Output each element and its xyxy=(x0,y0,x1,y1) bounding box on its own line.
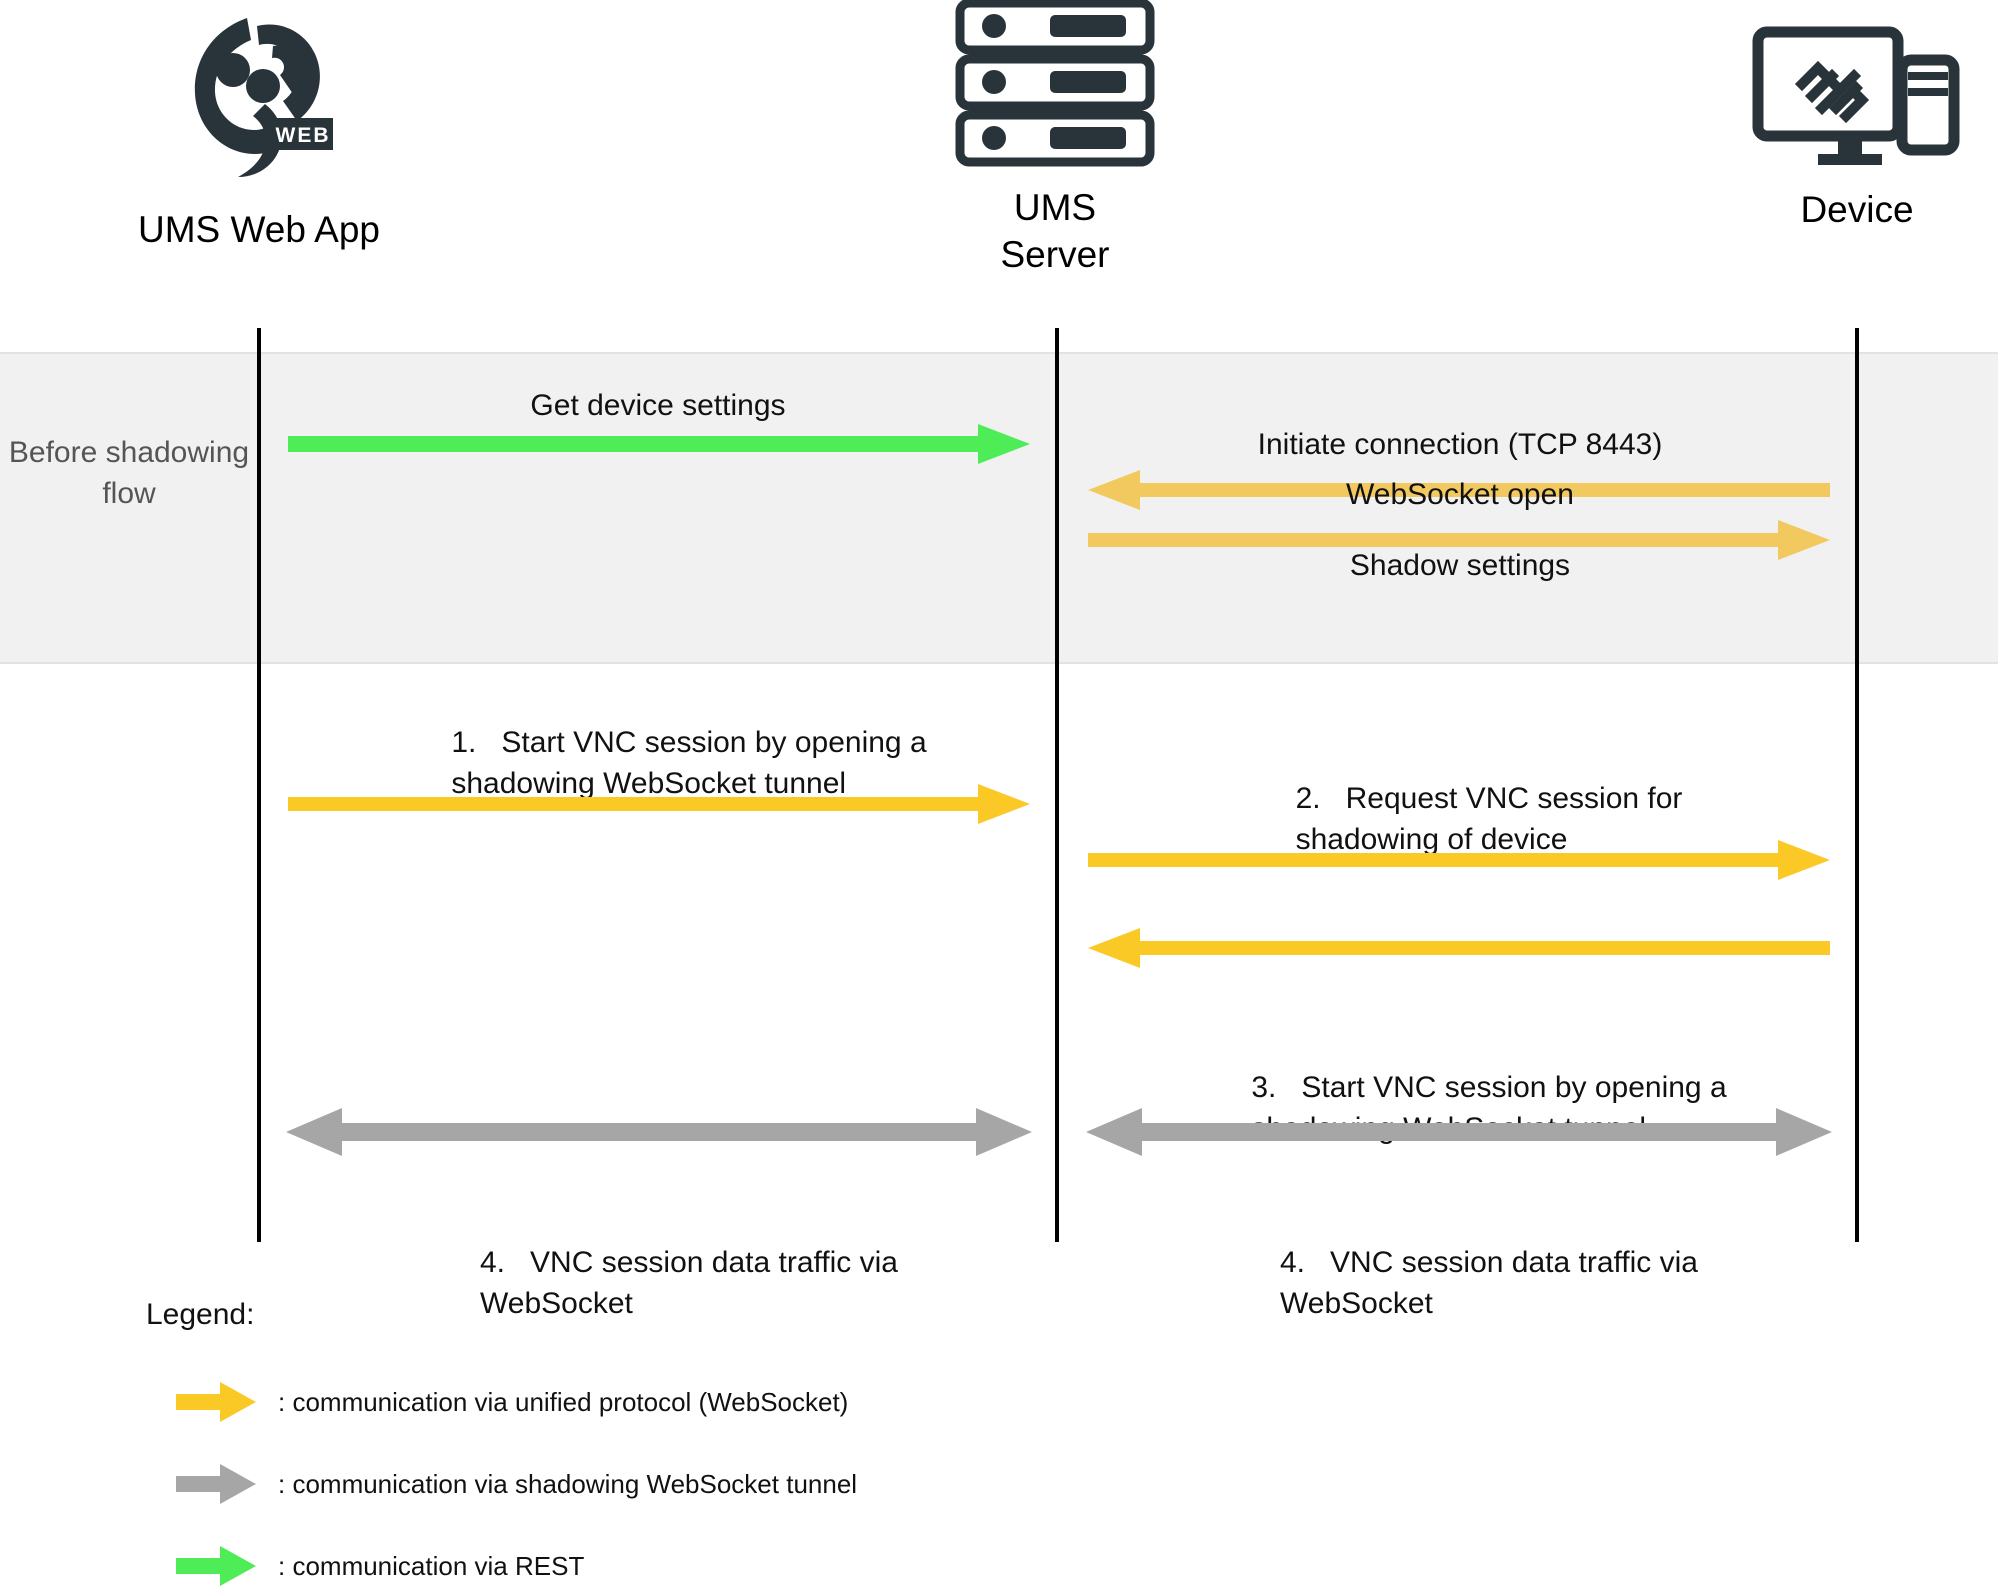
message-text-step-2: Request VNC session for shadowing of dev… xyxy=(1295,782,1683,856)
message-label-shadow-settings: Shadow settings xyxy=(1349,549,1571,582)
actor-label-ums-server: UMS Server xyxy=(1000,187,1110,275)
actor-label-ums-web-app: UMS Web App xyxy=(138,209,380,250)
lifeline-device xyxy=(1855,328,1859,1242)
message-label-step-4-left: 4. VNC session data traffic via WebSocke… xyxy=(286,1160,1032,1324)
message-arrow-step-4-left xyxy=(286,1108,1032,1156)
message-arrow-step-4-right xyxy=(1086,1108,1832,1156)
message-label-step-2: 2. Request VNC session for shadowing of … xyxy=(1088,696,1830,860)
message-text-step-4-right: VNC session data traffic via WebSocket xyxy=(1280,1246,1698,1320)
message-arrow-step-1 xyxy=(288,784,1030,824)
message-number-step-2: 2. xyxy=(1295,782,1321,815)
actor-device: Device xyxy=(1657,14,2002,233)
actor-label-device: Device xyxy=(1800,189,1914,230)
actor-ums-web-app: WEB UMS Web App xyxy=(39,8,479,253)
ums-web-logo-icon: WEB xyxy=(39,8,479,188)
lifeline-ums-server xyxy=(1055,328,1059,1242)
lifeline-ums-web-app xyxy=(257,328,261,1242)
legend-arrow-unified-protocol-icon xyxy=(176,1380,256,1424)
message-arrow-step-3 xyxy=(1088,928,1830,968)
message-number-step-3: 3. xyxy=(1251,1071,1277,1104)
message-label-step-1: 1. Start VNC session by opening a shadow… xyxy=(288,640,1030,804)
before-shadowing-flow-band xyxy=(0,352,1998,664)
legend-arrow-shadowing-tunnel-icon xyxy=(176,1462,256,1506)
message-number-step-4-right: 4. xyxy=(1280,1246,1306,1279)
message-arrow-websocket-open xyxy=(1088,520,1830,560)
message-label-get-device-settings: Get device settings xyxy=(530,389,786,422)
message-number-step-1: 1. xyxy=(451,726,477,759)
message-label-initiate-connection: Initiate connection (TCP 8443) xyxy=(1257,428,1663,461)
server-rack-icon xyxy=(855,0,1255,170)
legend-label-unified-protocol: : communication via unified protocol (We… xyxy=(278,1387,849,1417)
legend-item-shadowing-tunnel: : communication via shadowing WebSocket … xyxy=(176,1462,857,1506)
legend-label-shadowing-tunnel: : communication via shadowing WebSocket … xyxy=(278,1469,858,1499)
message-label-websocket-open: WebSocket open xyxy=(1346,478,1574,511)
message-arrow-get-device-settings xyxy=(288,424,1030,464)
desktop-computer-icon xyxy=(1657,14,2002,174)
message-arrow-initiate-connection xyxy=(1088,470,1830,510)
message-text-step-1: Start VNC session by opening a shadowing… xyxy=(451,726,927,800)
legend-item-unified-protocol: : communication via unified protocol (We… xyxy=(176,1380,848,1424)
legend-label-rest: : communication via REST xyxy=(278,1551,585,1581)
legend-title: Legend: xyxy=(146,1298,255,1331)
message-arrow-step-2 xyxy=(1088,840,1830,880)
message-text-step-4-left: VNC session data traffic via WebSocket xyxy=(480,1246,898,1320)
message-number-step-4-left: 4. xyxy=(480,1246,506,1279)
legend-item-rest: : communication via REST xyxy=(176,1544,584,1588)
message-label-step-4-right: 4. VNC session data traffic via WebSocke… xyxy=(1086,1160,1832,1324)
svg-text:WEB: WEB xyxy=(276,124,331,147)
actor-ums-server: UMS Server xyxy=(855,0,1255,278)
phase-band-label: Before shadowing flow xyxy=(8,436,250,510)
legend-arrow-rest-icon xyxy=(176,1544,256,1588)
